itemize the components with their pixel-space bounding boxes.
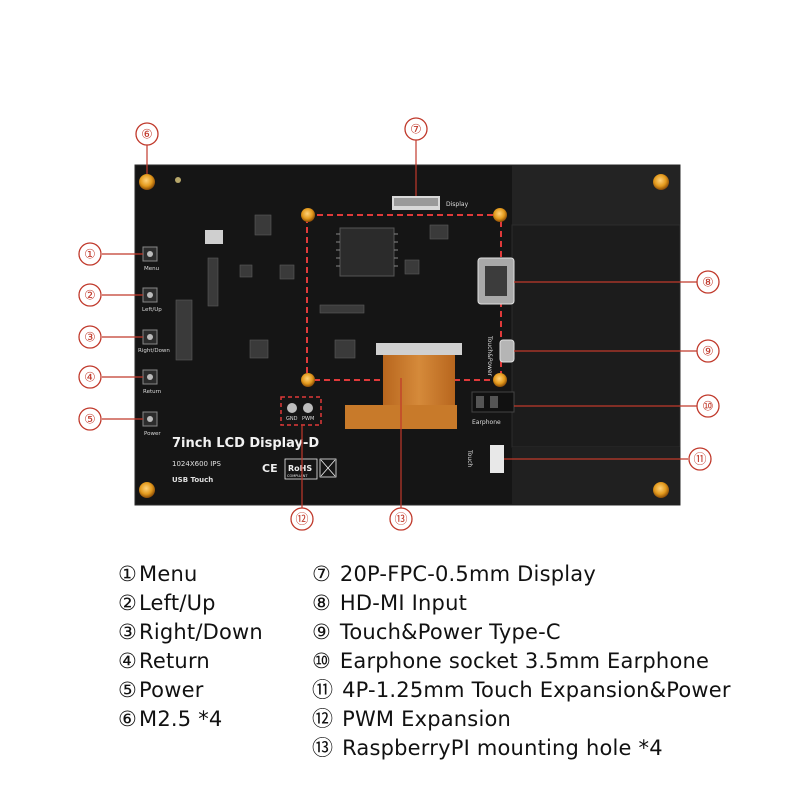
display-silk: Display	[446, 201, 469, 208]
callout-6: ⑥	[141, 128, 153, 143]
board-title: 7inch LCD Display-D	[172, 436, 319, 451]
callout-7: ⑦	[410, 123, 422, 138]
earphone-silk: Earphone	[472, 419, 501, 426]
corner-screws	[139, 174, 669, 498]
type-c-port	[499, 339, 515, 363]
lcd-panel-back	[512, 165, 680, 225]
cert-rohs: RoHS	[288, 464, 312, 473]
gnd-silk: GND	[286, 416, 298, 422]
touch-silk: Touch	[466, 449, 473, 467]
button-menu-silk: Menu	[144, 266, 159, 272]
cert-compliant: COMPLIANT	[287, 474, 308, 478]
touch-connector	[490, 445, 504, 473]
button-return-silk: Return	[143, 389, 162, 395]
callout-9: ⑨	[702, 345, 714, 360]
legend-right: ⑦ 20P-FPC-0.5mm Display ⑧ HD-MI Input ⑨ …	[312, 560, 731, 763]
legend-item-m25: ⑥M2.5 *4	[118, 707, 223, 731]
callout-4: ④	[84, 371, 96, 386]
legend-item-rpi-holes: ⑬ RaspberryPI mounting hole *4	[312, 736, 663, 760]
pwm-header-outline	[280, 396, 322, 426]
legend-item-hdmi: ⑧ HD-MI Input	[312, 591, 468, 615]
callouts	[78, 117, 720, 531]
pwm-silk: PWM	[302, 416, 314, 422]
button-left-silk: Left/Up	[142, 307, 162, 313]
legend-item-left-up: ②Left/Up	[118, 591, 216, 615]
callout-3: ③	[84, 331, 96, 346]
callout-8: ⑧	[702, 276, 714, 291]
cert-marks: CE RoHS COMPLIANT	[262, 458, 337, 480]
rpi-screws	[301, 208, 507, 387]
board-usb-touch: USB Touch	[172, 476, 213, 484]
callout-11: ⑪	[693, 453, 706, 468]
callout-10: ⑩	[702, 400, 714, 415]
board-resolution: 1024X600 IPS	[172, 460, 221, 468]
callout-12: ⑫	[295, 513, 308, 528]
weee-icon	[319, 458, 337, 478]
cert-ce: CE	[262, 462, 278, 475]
legend-item-menu: ①Menu	[118, 562, 198, 586]
legend-item-pwm: ⑫ PWM Expansion	[312, 707, 512, 731]
legend-item-return: ④Return	[118, 649, 210, 673]
main-chip	[339, 227, 395, 277]
button-power-silk: Power	[144, 431, 161, 437]
callout-2: ②	[84, 289, 96, 304]
legend-item-right-down: ③Right/Down	[118, 620, 263, 644]
fpc-ribbon-connector	[376, 343, 462, 355]
legend-item-type-c: ⑨ Touch&Power Type-C	[312, 620, 561, 644]
board-diagram: Display Touch&Power Earphone Touch	[78, 117, 720, 531]
legend-item-touch-expansion: ⑪ 4P-1.25mm Touch Expansion&Power	[312, 678, 731, 702]
legend-left: ①Menu ②Left/Up ③Right/Down ④Return ⑤Powe…	[118, 560, 263, 734]
callout-13: ⑬	[394, 513, 407, 528]
callout-5: ⑤	[84, 413, 96, 428]
legend-item-display-fpc: ⑦ 20P-FPC-0.5mm Display	[312, 562, 596, 586]
touch-power-silk: Touch&Power	[486, 335, 493, 377]
side-buttons: Menu Left/Up Right/Down Return Power	[138, 246, 170, 437]
button-right-silk: Right/Down	[138, 348, 170, 354]
callout-1: ①	[84, 248, 96, 263]
legend-item-power: ⑤Power	[118, 678, 204, 702]
legend-item-earphone: ⑩ Earphone socket 3.5mm Earphone	[312, 649, 710, 673]
